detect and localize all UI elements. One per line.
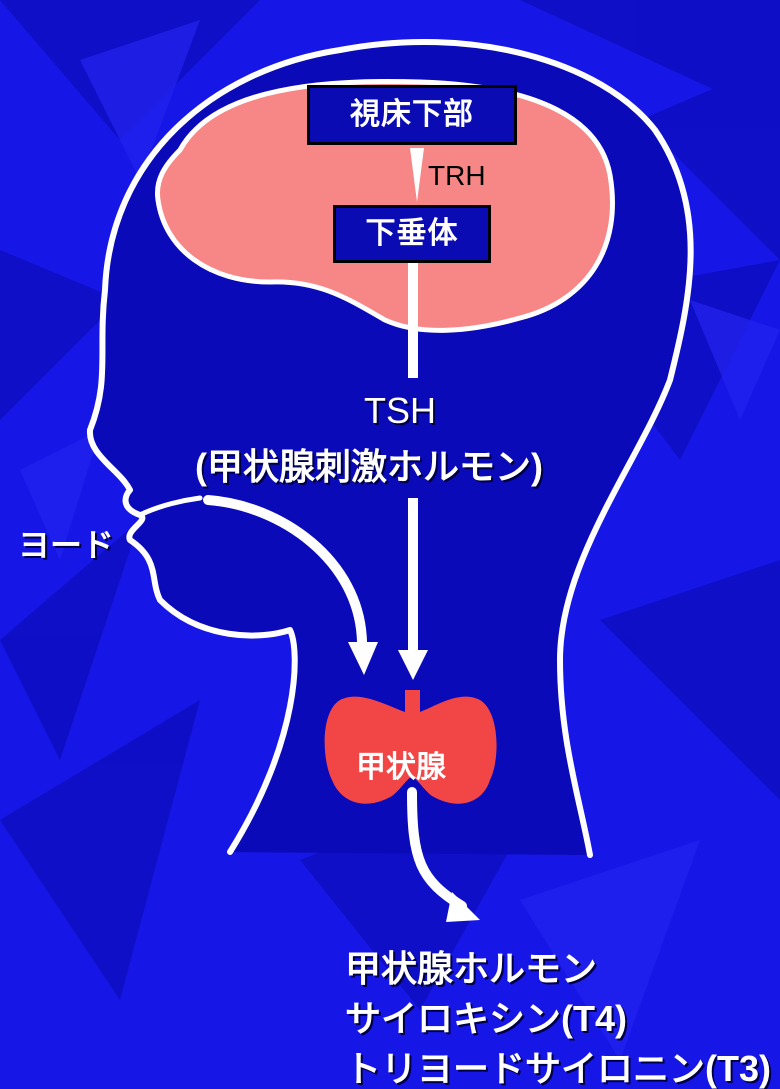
iodine-label: ヨード bbox=[18, 527, 115, 563]
leaf-shape bbox=[600, 560, 780, 800]
thyroid-label: 甲状腺 bbox=[356, 751, 446, 784]
thyroid-gland-icon bbox=[324, 690, 497, 804]
hormone-arrowhead bbox=[446, 892, 480, 922]
trh-arrow bbox=[410, 148, 424, 202]
head-outline bbox=[86, 38, 694, 858]
tsh-label: TSH bbox=[364, 390, 436, 431]
leaf-shape bbox=[0, 520, 140, 760]
leaf-shape bbox=[0, 700, 200, 1000]
pituitary-label: 下垂体 bbox=[365, 217, 459, 250]
hypothalamus-label: 視床下部 bbox=[350, 98, 474, 131]
leaf-shape bbox=[20, 430, 100, 560]
tsh-arrowhead bbox=[398, 650, 428, 680]
pituitary-box: 下垂体 bbox=[333, 205, 491, 263]
mouth-line bbox=[137, 495, 203, 518]
hormone-title: 甲状腺ホルモン bbox=[345, 948, 598, 989]
leaf-shape bbox=[80, 20, 200, 180]
tsh-full-label: (甲状腺刺激ホルモン) bbox=[195, 446, 543, 487]
hypothalamus-box: 視床下部 bbox=[307, 85, 517, 145]
triiodothyronine-label: トリヨードサイロニン(T3) bbox=[345, 1048, 771, 1089]
leaf-shape bbox=[690, 300, 780, 420]
leaf-shape bbox=[640, 60, 780, 260]
leaf-shape bbox=[0, 250, 120, 420]
trh-label: TRH bbox=[428, 160, 486, 191]
thyroxine-label: サイロキシン(T4) bbox=[345, 998, 627, 1039]
leaf-shape bbox=[520, 840, 700, 1060]
iodine-arrow bbox=[203, 495, 367, 647]
iodine-arrowhead bbox=[348, 642, 378, 675]
hormone-arrow bbox=[407, 787, 467, 911]
